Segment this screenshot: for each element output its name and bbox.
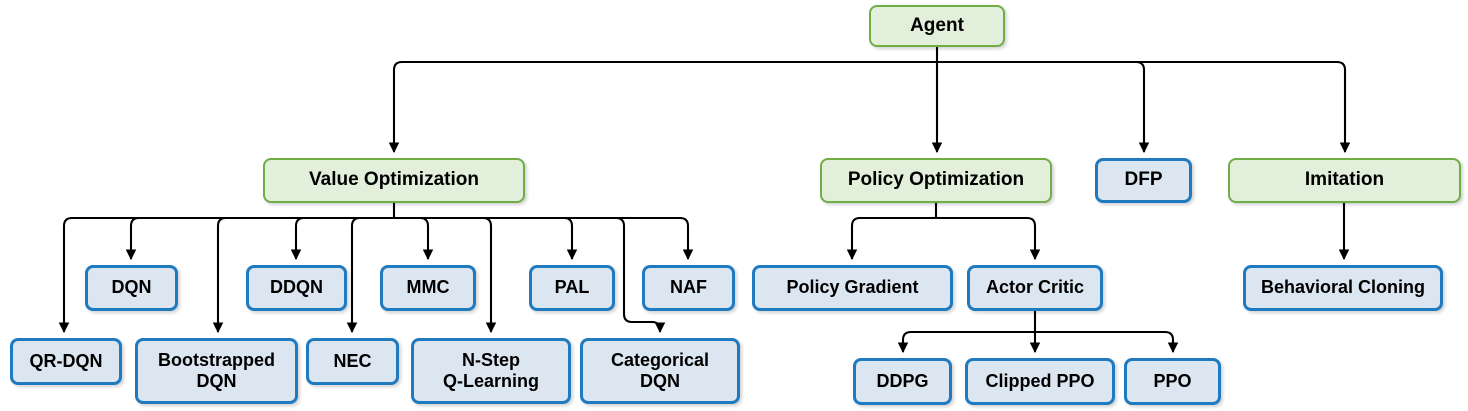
node-clipped-ppo[interactable]: Clipped PPO bbox=[965, 358, 1115, 405]
node-label-policy-gradient: Policy Gradient bbox=[786, 277, 919, 298]
node-label-dfp: DFP bbox=[1124, 169, 1163, 191]
edge-actor-critic-to-ppo bbox=[1035, 330, 1179, 354]
node-label-agent: Agent bbox=[910, 14, 964, 36]
node-nec[interactable]: NEC bbox=[306, 338, 399, 385]
node-dqn[interactable]: DQN bbox=[85, 265, 178, 311]
node-label-imitation: Imitation bbox=[1304, 169, 1385, 191]
node-policy-gradient[interactable]: Policy Gradient bbox=[752, 265, 953, 311]
node-label-ddpg: DDPG bbox=[876, 370, 929, 391]
node-agent[interactable]: Agent bbox=[869, 5, 1005, 47]
node-label-categorical-dqn: Categorical DQN bbox=[610, 349, 710, 391]
node-label-actor-critic: Actor Critic bbox=[985, 277, 1084, 298]
node-label-policy-optimization: Policy Optimization bbox=[847, 169, 1025, 191]
node-label-value-optimization: Value Optimization bbox=[309, 169, 479, 191]
node-label-naf: NAF bbox=[670, 277, 707, 298]
node-ddqn[interactable]: DDQN bbox=[246, 265, 347, 311]
edge-agent-to-value-optimization bbox=[388, 60, 937, 154]
edge-policy-optimization-to-policy-gradient bbox=[846, 216, 936, 261]
node-label-bootstrapped-dqn: Bootstrapped DQN bbox=[158, 349, 275, 391]
edge-value-optimization-to-ddqn bbox=[290, 216, 394, 261]
edge-value-optimization-to-naf bbox=[394, 216, 694, 261]
node-categorical-dqn[interactable]: Categorical DQN bbox=[580, 338, 740, 404]
edge-value-optimization-to-mmc bbox=[394, 216, 434, 261]
node-naf[interactable]: NAF bbox=[642, 265, 735, 311]
node-label-pal: PAL bbox=[554, 277, 590, 298]
node-label-nec: NEC bbox=[333, 350, 372, 371]
node-pal[interactable]: PAL bbox=[529, 265, 615, 311]
edge-value-optimization-to-dqn bbox=[125, 216, 394, 261]
node-label-mmc: MMC bbox=[406, 277, 450, 298]
node-label-ppo: PPO bbox=[1153, 370, 1192, 391]
edge-actor-critic-to-ddpg bbox=[897, 330, 1035, 354]
node-label-behavioral-cloning: Behavioral Cloning bbox=[1260, 277, 1426, 298]
node-label-dqn: DQN bbox=[111, 277, 152, 298]
node-label-qr-dqn: QR-DQN bbox=[29, 350, 103, 371]
node-label-n-step-q-learning: N-Step Q-Learning bbox=[442, 349, 539, 391]
node-qr-dqn[interactable]: QR-DQN bbox=[10, 338, 122, 385]
node-bootstrapped-dqn[interactable]: Bootstrapped DQN bbox=[135, 338, 298, 404]
node-ddpg[interactable]: DDPG bbox=[853, 358, 952, 405]
node-value-optimization[interactable]: Value Optimization bbox=[263, 158, 525, 203]
node-actor-critic[interactable]: Actor Critic bbox=[967, 265, 1103, 311]
node-dfp[interactable]: DFP bbox=[1095, 158, 1192, 203]
edge-policy-optimization-to-actor-critic bbox=[936, 216, 1041, 261]
node-behavioral-cloning[interactable]: Behavioral Cloning bbox=[1243, 265, 1443, 311]
edge-agent-to-dfp bbox=[937, 60, 1150, 154]
node-mmc[interactable]: MMC bbox=[380, 265, 476, 311]
node-imitation[interactable]: Imitation bbox=[1228, 158, 1461, 203]
node-n-step-q-learning[interactable]: N-Step Q-Learning bbox=[411, 338, 571, 404]
node-label-ddqn: DDQN bbox=[270, 277, 323, 298]
node-ppo[interactable]: PPO bbox=[1124, 358, 1221, 405]
node-label-clipped-ppo: Clipped PPO bbox=[985, 370, 1095, 391]
node-policy-optimization[interactable]: Policy Optimization bbox=[820, 158, 1052, 203]
edge-value-optimization-to-pal bbox=[394, 216, 578, 261]
edge-agent-to-imitation bbox=[937, 60, 1351, 154]
